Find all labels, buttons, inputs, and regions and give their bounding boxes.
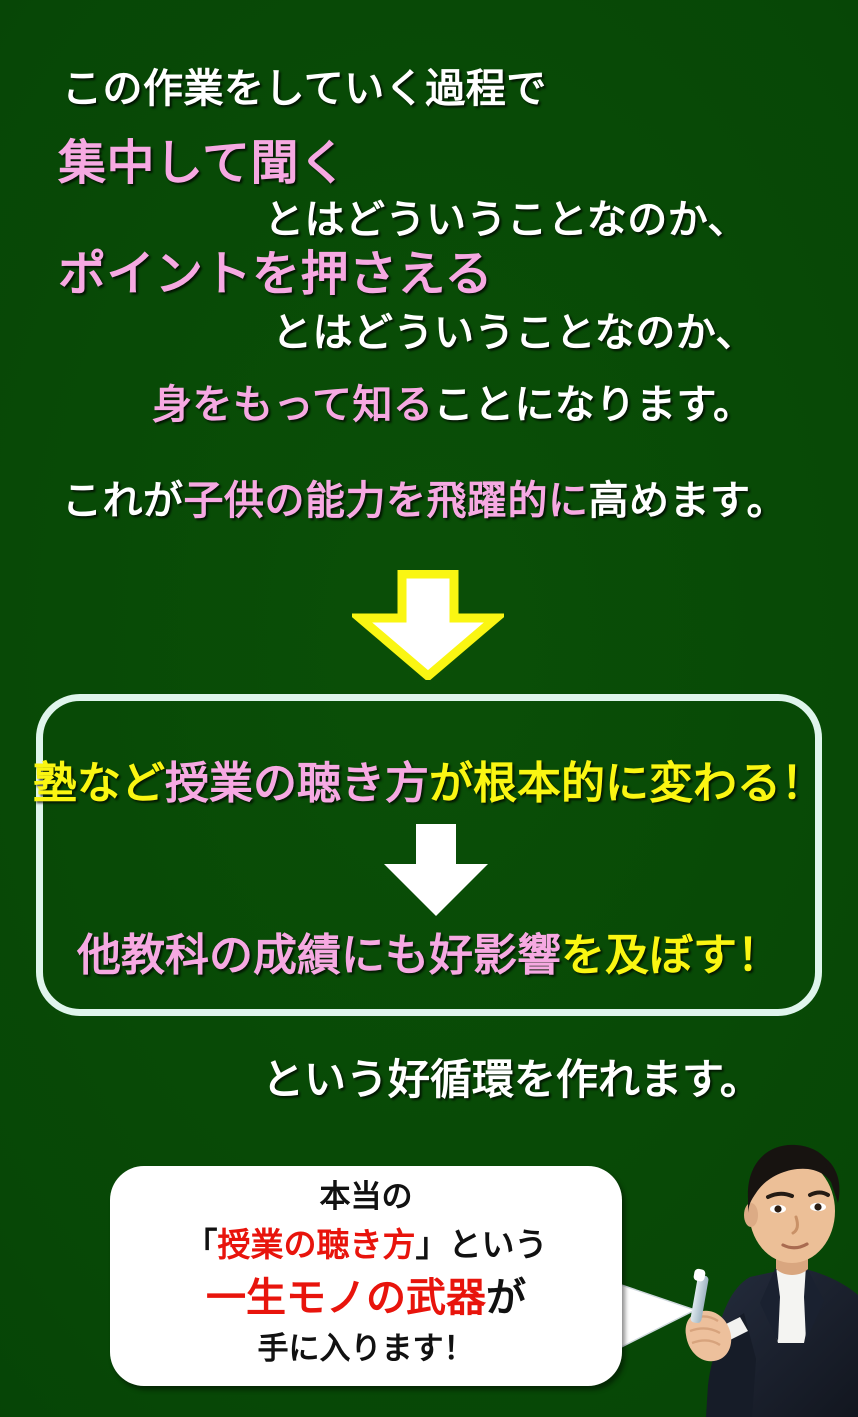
result-line1-segment-a: 塾など bbox=[33, 758, 165, 809]
down-arrow-icon bbox=[347, 569, 509, 682]
bubble-line3-tail: が bbox=[486, 1275, 526, 1321]
bubble-line-four: 手に入ります！ bbox=[257, 1331, 475, 1367]
bubble-quote-open: 「 bbox=[184, 1225, 218, 1264]
result-line1-segment-c: が根本的に変わる！ bbox=[429, 758, 825, 809]
down-arrow-icon bbox=[380, 822, 492, 918]
bubble-line-one: 本当の bbox=[319, 1179, 413, 1215]
bubble-line3-red: 一生モノの武器 bbox=[206, 1275, 486, 1321]
intro-emphasis-one: 集中して聞く bbox=[58, 135, 348, 191]
climax-highlight: 子供の能力を飛躍的に bbox=[183, 478, 589, 524]
intro-body-line: 身をもって知ることになります。 bbox=[152, 372, 754, 430]
intro-emphasis-two: ポイントを押さえる bbox=[58, 246, 494, 302]
result-box-line-two: 他教科の成績にも好影響を及ぼす！ bbox=[77, 919, 781, 983]
result-box-line-one: 塾など授業の聴き方が根本的に変わる！ bbox=[33, 747, 825, 811]
closing-line: という好循環を作れます。 bbox=[262, 1055, 762, 1104]
result-line2-segment-b: を及ぼす！ bbox=[561, 930, 781, 981]
intro-body-pink: 身をもって知る bbox=[152, 382, 434, 428]
speech-bubble: 本当の 「授業の聴き方」という 一生モノの武器が 手に入ります！ bbox=[110, 1166, 622, 1386]
result-callout-box: 塾など授業の聴き方が根本的に変わる！ 他教科の成績にも好影響を及ぼす！ bbox=[33, 694, 825, 1016]
bubble-line-two: 「授業の聴き方」という bbox=[110, 1228, 622, 1261]
bubble-line2-red: 授業の聴き方 bbox=[217, 1225, 416, 1264]
intro-tail-one: とはどういうことなのか、 bbox=[264, 197, 748, 243]
result-line1-segment-b: 授業の聴き方 bbox=[165, 758, 429, 809]
climax-line: これが子供の能力を飛躍的に高めます。 bbox=[62, 468, 787, 526]
bubble-line-three: 一生モノの武器が bbox=[110, 1278, 622, 1318]
climax-prefix: これが bbox=[62, 478, 184, 524]
presenter-photo bbox=[628, 1127, 858, 1417]
result-line2-segment-a: 他教科の成績にも好影響 bbox=[77, 930, 561, 981]
intro-lead-text: この作業をしていく過程で bbox=[62, 66, 547, 112]
intro-tail-two: とはどういうことなのか、 bbox=[272, 310, 756, 356]
bubble-quote-close: 」という bbox=[415, 1225, 548, 1264]
intro-body-white: ことになります。 bbox=[433, 382, 754, 428]
climax-suffix: 高めます。 bbox=[588, 478, 787, 524]
